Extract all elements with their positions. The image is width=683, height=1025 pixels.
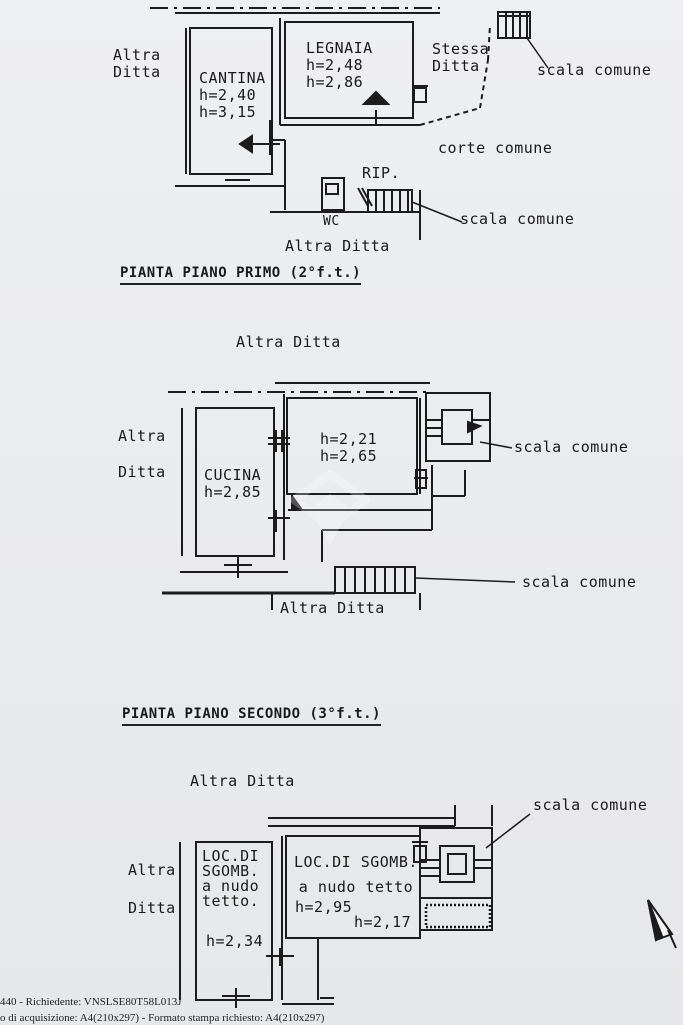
altra-ditta-top-label: Altra Ditta xyxy=(236,333,341,351)
legnaia-label: LEGNAIA h=2,48 h=2,86 xyxy=(306,39,373,91)
ditta-left-label: Ditta xyxy=(118,463,166,481)
plan-title-second-floor: PIANTA PIANO SECONDO (3°f.t.) xyxy=(122,706,381,726)
ditta-left-label: Ditta xyxy=(128,899,176,917)
altra-ditta-top-label: Altra Ditta xyxy=(190,772,295,790)
watermark-logo xyxy=(290,470,370,546)
altra-ditta-bottom-label: Altra Ditta xyxy=(285,237,390,255)
cucina-label: CUCINA h=2,85 xyxy=(204,466,262,501)
scala-comune-label: scala comune xyxy=(460,210,575,228)
wc-label: WC xyxy=(323,214,340,229)
altra-ditta-left-label: Altra Ditta xyxy=(113,46,161,81)
scala-comune-label: scala comune xyxy=(533,796,648,814)
scala-comune-label: scala comune xyxy=(514,438,629,456)
footer-requester: 440 - Richiedente: VNSLSE80T58L013J xyxy=(0,996,182,1008)
loc-right-height-label: h=2,95 xyxy=(295,898,353,916)
plan-title-first-floor: PIANTA PIANO PRIMO (2°f.t.) xyxy=(120,265,362,285)
footer-format: o di acquisizione: A4(210x297) - Formato… xyxy=(0,1012,325,1024)
loc-right-height-label-2: h=2,17 xyxy=(354,913,412,931)
plan-first-floor-lines xyxy=(150,7,549,240)
scala-comune-label: scala comune xyxy=(537,61,652,79)
altra-left-label: Altra xyxy=(128,861,176,879)
plan-third-floor-lines xyxy=(179,805,677,1008)
altra-ditta-bottom-label: Altra Ditta xyxy=(280,599,385,617)
plan-second-floor-lines xyxy=(162,382,516,610)
stessa-ditta-label: Stessa Ditta xyxy=(432,40,490,75)
loc-sgombero-left-label: LOC.DI SGOMB. a nudo tetto. xyxy=(202,847,260,910)
scala-comune-label: scala comune xyxy=(522,573,637,591)
rip-label: RIP. xyxy=(362,164,401,182)
corte-comune-label: corte comune xyxy=(438,139,553,157)
loc-left-height-label: h=2,34 xyxy=(206,932,264,950)
loc-sgombero-right-label: LOC.DI SGOMB. a nudo tetto xyxy=(294,853,418,896)
room-heights-label: h=2,21 h=2,65 xyxy=(320,430,378,465)
cantina-label: CANTINA h=2,40 h=3,15 xyxy=(199,69,266,121)
altra-left-label: Altra xyxy=(118,427,166,445)
